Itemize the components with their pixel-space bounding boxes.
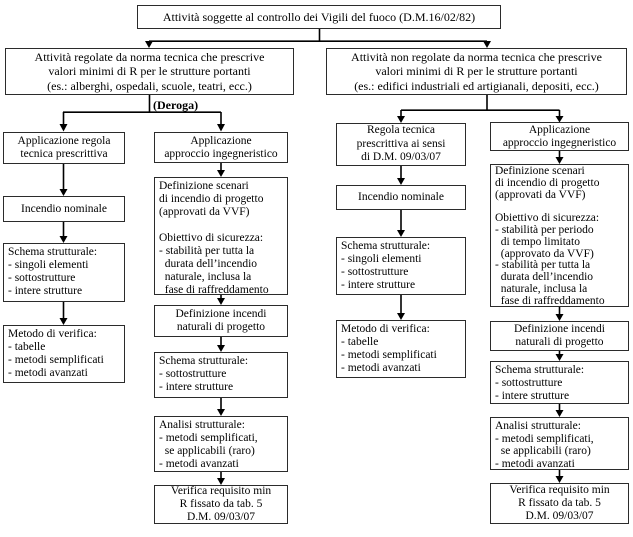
node-left-prescriptive-structural-scheme: Schema strutturale: - singoli elementi -… <box>3 243 125 302</box>
node-right-engineering-structural-analysis: Analisi strutturale: - metodi semplifica… <box>490 417 629 470</box>
node-left-engineering-structural-analysis: Analisi strutturale: - metodi semplifica… <box>154 416 288 472</box>
node-right-prescriptive-structural-scheme: Schema strutturale: - singoli elementi -… <box>336 237 466 295</box>
node-right-engineering-structural-scheme: Schema strutturale: - sottostrutture - i… <box>490 361 629 404</box>
node-left-prescriptive-nominal-fire: Incendio nominale <box>3 196 125 222</box>
node-left-prescriptive-verification-method: Metodo di verifica: - tabelle - metodi s… <box>3 325 125 383</box>
node-right-engineering-fire-scenarios: Definizione scenari di incendio di proge… <box>490 164 629 307</box>
node-right-prescriptive-rule: Regola tecnica prescrittiva ai sensi di … <box>336 123 466 166</box>
node-left-header: Attività regolate da norma tecnica che p… <box>5 48 294 95</box>
node-right-prescriptive-verification-method: Metodo di verifica: - tabelle - metodi s… <box>336 320 466 378</box>
deroga-label: (Deroga) <box>153 98 199 112</box>
connector-root-split <box>145 29 491 48</box>
node-left-engineering-fire-scenarios: Definizione scenari di incendio di proge… <box>154 177 288 295</box>
node-left-engineering-natural-fires: Definizione incendi naturali di progetto <box>154 305 288 337</box>
node-left-engineering-structural-scheme: Schema strutturale: - sottostrutture - i… <box>154 352 288 398</box>
connector-right-branch-split <box>397 95 564 123</box>
node-right-engineering-application: Applicazione approccio ingegneristico <box>490 122 629 151</box>
node-right-header: Attività non regolate da norma tecnica c… <box>326 48 627 95</box>
node-left-engineering-application: Applicazione approccio ingegneristico <box>154 132 288 163</box>
node-right-engineering-natural-fires: Definizione incendi naturali di progetto <box>490 321 629 351</box>
node-right-prescriptive-nominal-fire: Incendio nominale <box>336 185 466 210</box>
node-left-prescriptive-application: Applicazione regola tecnica prescrittiva <box>3 132 125 164</box>
node-root: Attività soggette al controllo dei Vigil… <box>137 5 501 29</box>
connector-left-branch-split <box>59 95 225 132</box>
node-left-engineering-verification: Verifica requisito min R fissato da tab.… <box>154 485 288 524</box>
node-right-engineering-verification: Verifica requisito min R fissato da tab.… <box>490 483 629 524</box>
